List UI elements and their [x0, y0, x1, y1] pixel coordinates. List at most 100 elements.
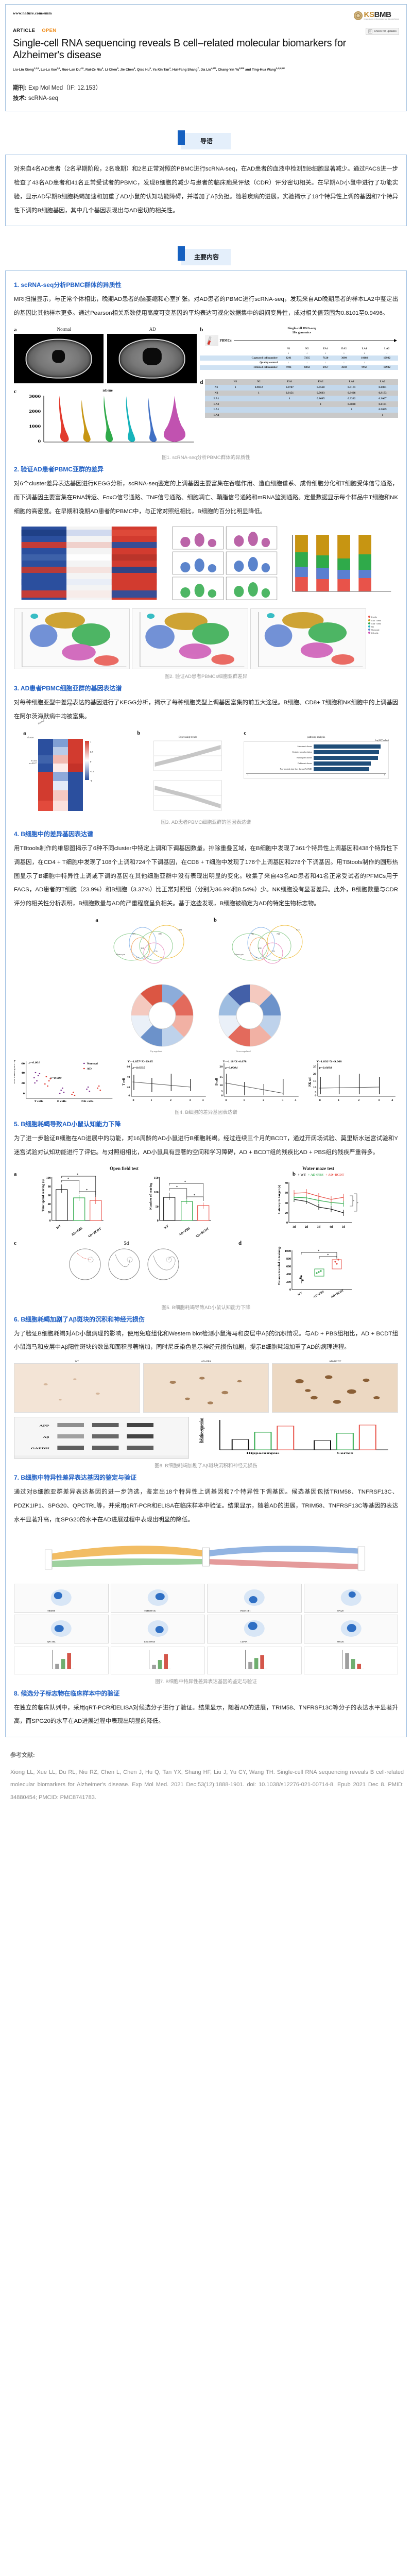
fig5-legend-adbcdt: + AD+BCDT [325, 1173, 345, 1177]
svg-text:WT: WT [56, 1224, 62, 1230]
fig1-qc-label: Quality control [260, 361, 278, 365]
fig3-cell-n: n=3127 [29, 762, 37, 765]
fig3-panel-b: b Expressing trends [137, 730, 238, 815]
svg-text:p=0.6698: p=0.6698 [318, 1067, 332, 1070]
svg-text:CD4: CD4 [178, 928, 182, 931]
svg-text:Up-regulated: Up-regulated [150, 1050, 163, 1053]
fig2-heatmap [14, 524, 164, 604]
qpcr-bar-chart [14, 1646, 109, 1674]
svg-text:Latency to target (s): Latency to target (s) [278, 1184, 281, 1213]
fig1-filtered-ea2: 3648 [335, 365, 353, 370]
svg-text:AD+PBS: AD+PBS [70, 1226, 83, 1237]
svg-text:NK: NK [132, 933, 136, 935]
legend-item: Monocyte [368, 628, 398, 632]
tsne-plot-2 [132, 608, 248, 670]
svg-text:1000: 1000 [29, 425, 41, 429]
svg-text:3: 3 [378, 1099, 380, 1102]
intro-pill-wrap: 导语 [0, 130, 412, 150]
umap-plot-3 [250, 608, 366, 670]
svg-text:150: 150 [154, 1177, 159, 1180]
svg-text:*: * [76, 1173, 78, 1177]
svg-text:WT: WT [163, 1224, 170, 1230]
pathway-bar-row: Parkinson's disease [246, 761, 386, 766]
section-heading-6: 6. B细胞耗竭加剧了Aβ斑块的沉积和神经元损伤 [14, 1315, 145, 1323]
main-content-card: 1. scRNA-seq分析PBMC群体的异质性 MRI扫描显示，与正常个体相比… [5, 270, 407, 1738]
badge-article: ARTICLE [13, 27, 36, 33]
svg-text:AD+PBS: AD+PBS [313, 1290, 325, 1298]
svg-text:Number of rearing: Number of rearing [149, 1182, 153, 1210]
figure-1-caption: 图1. scRNA-seq分析PBMC群体的异质性 [162, 455, 250, 461]
figure-3-caption: 图3. AD患者PBMC细胞亚群的基因表达谱 [161, 820, 251, 826]
fig5-open-field-title: Open field test [110, 1165, 139, 1171]
svg-text:Relative expression: Relative expression [199, 1417, 205, 1443]
svg-text:0.5: 0.5 [90, 751, 93, 753]
fig1-sample-la2: LA2 [384, 347, 390, 350]
svg-text:60: 60 [127, 1065, 130, 1068]
svg-text:80: 80 [285, 1182, 288, 1185]
section-heading-3: 3. AD患者PBMC细胞亚群的基因表达谱 [14, 685, 122, 692]
pathway-bar-row: Alzheimer's disease [246, 744, 386, 749]
svg-text:200: 200 [286, 1281, 291, 1284]
fig6-group-adpbs: AD+PBS [201, 1361, 211, 1364]
svg-text:5d: 5d [342, 1226, 346, 1229]
fig5-panel-c-letter: c [14, 1240, 16, 1246]
meta-journal-label: 期刊 [13, 85, 25, 92]
svg-text:40: 40 [127, 1076, 130, 1078]
svg-text:50: 50 [156, 1206, 159, 1209]
section-body-6: 为了验证B细胞耗竭对AD小鼠病理的影响，使用免疫组化和Western blot检… [14, 1330, 398, 1351]
ksbmb-logo: KSBMB Korean Society for Biochemistry an… [353, 11, 399, 21]
svg-text:400: 400 [286, 1273, 291, 1276]
fig1-qc-row: Quality control ↓↓↓↓↓↓ [200, 361, 398, 365]
svg-text:B cell: B cell [215, 1078, 219, 1086]
gene-label: TNFRSF13C [144, 1609, 156, 1612]
svg-text:3000: 3000 [29, 395, 41, 399]
meta-tech-row: 技术: scRNA-seq [13, 95, 59, 102]
svg-text:0: 0 [132, 1099, 134, 1101]
feature-plot: MS4A1 [303, 1614, 398, 1643]
svg-text:AD+BCDT: AD+BCDT [87, 1227, 102, 1237]
svg-text:20: 20 [127, 1086, 130, 1089]
pathway-bar-row: Oxidative phosphorylation [246, 750, 386, 755]
svg-text:60: 60 [21, 1063, 25, 1065]
fig1-captured-la2: 10982 [375, 355, 398, 361]
fig6-ihc-row: WT AD+PBS [14, 1361, 399, 1413]
svg-text:0: 0 [128, 1094, 130, 1097]
section-pill-intro: 导语 [178, 130, 231, 150]
fig6-group-wt: WT [75, 1361, 79, 1364]
section-pill-main: 主要内容 [178, 246, 231, 266]
svg-text:0: 0 [221, 1094, 223, 1097]
fig5-legend-adpbs: + AD+PBS [308, 1173, 324, 1177]
section-body-8: 在独立的临床队列中，采用qRT-PCR和ELISA对候选分子进行了验证。结果显示… [14, 1704, 398, 1725]
svg-text:15: 15 [220, 1076, 223, 1078]
svg-text:Y=1.892*X+9.068: Y=1.892*X+9.068 [316, 1061, 341, 1063]
svg-text:1: 1 [150, 1099, 152, 1101]
fig1-pbmcs-label: PBMCs [219, 338, 232, 343]
feature-plot: PDZK1IP1 [207, 1583, 302, 1613]
fig4-facs-row: Cell count (100%) 60 40 20 0 p=0.001 p=0… [11, 1058, 398, 1105]
fig1-seq-title-l2: 10x genomics [292, 331, 311, 335]
figure-7-caption: 图7. B细胞中特异性差异表达基因的鉴定与验证 [155, 1679, 257, 1685]
fig3-colorscale: 1 0.5 0 -0.5 -1 [85, 739, 95, 788]
svg-text:AD+PBS: AD+PBS [178, 1226, 191, 1237]
fig7-feature-plot-grid: TRIM58 TNFRSF13C PDZK1IP1 SPG20 QPCTRL L… [14, 1583, 398, 1643]
svg-text:4: 4 [391, 1099, 393, 1102]
svg-text:AD: AD [87, 1068, 92, 1071]
check-for-updates-button[interactable]: ◫ Check for updates [366, 27, 399, 35]
section-heading-8: 8. 候选分子标志物在临床样本中的验证 [14, 1689, 120, 1697]
badge-open-access: OPEN [42, 27, 57, 33]
fig1-sample-n2: N2 [305, 347, 309, 350]
corr-col-n2: N2 [243, 379, 274, 385]
gene-label: LINC00926 [144, 1640, 155, 1643]
svg-text:5: 5 [315, 1092, 316, 1094]
fig1-filtered-la1: 9959 [353, 365, 376, 370]
feature-plot: TNFRSF13C [110, 1583, 205, 1613]
qpcr-bar-chart [207, 1646, 302, 1674]
fig5-legend-wt: + WT [297, 1173, 306, 1177]
figure-6: WT AD+PBS [14, 1361, 399, 1459]
svg-text:AD+BCDT: AD+BCDT [330, 1289, 345, 1298]
